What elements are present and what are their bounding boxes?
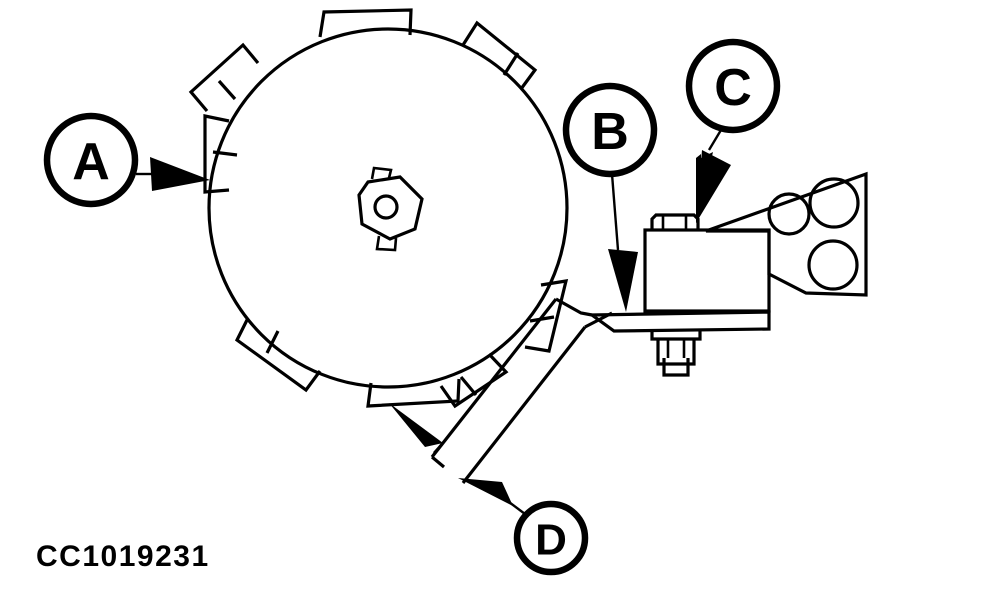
- lower-bolt-washer: [650, 331, 702, 341]
- lower-bolt-nut-body: [656, 339, 696, 366]
- hub-center-bore: [373, 194, 399, 220]
- callout-b-label: B: [591, 103, 629, 161]
- hub-hex-body: [357, 175, 424, 241]
- bracket-housing-body: [643, 228, 771, 313]
- cooling-tab-lower-left: [234, 317, 322, 393]
- callout-a[interactable]: A: [43, 112, 139, 208]
- callout-b-ring[interactable]: [562, 82, 658, 178]
- leader-c-line: [707, 129, 723, 151]
- callout-c-label: C: [714, 59, 752, 117]
- leader-d-arrowhead: [458, 478, 513, 506]
- cooling-tab-upper-left: [188, 42, 260, 113]
- leader-a-arrowhead: [150, 157, 210, 191]
- strut-edge-outer: [430, 298, 558, 458]
- leader-c: [696, 129, 731, 223]
- callout-c-ring[interactable]: [685, 38, 781, 134]
- hub-tab-upper: [370, 166, 393, 180]
- bracket-base-flange: [587, 310, 771, 333]
- mount-plate: [705, 171, 868, 297]
- mounting-bracket-assembly: [587, 171, 868, 377]
- callout-b[interactable]: B: [562, 82, 658, 178]
- converter-outer-circle: [207, 27, 569, 389]
- callout-a-label: A: [72, 133, 110, 191]
- strut-to-bracket-joint: [555, 297, 593, 317]
- upper-bolt: [650, 213, 700, 229]
- callout-d-label: D: [535, 516, 567, 565]
- cooling-tab-top: [318, 8, 413, 38]
- leader-a: [136, 157, 210, 191]
- leader-b-line: [610, 173, 620, 251]
- lower-bolt-nut: [650, 331, 702, 377]
- bracket-base-flange-outline: [587, 310, 771, 333]
- strut-end-cut: [430, 455, 446, 469]
- mount-plate-hole-top: [808, 177, 860, 229]
- figure-id-label: CC1019231: [36, 540, 210, 573]
- leader-b-arrowhead: [608, 249, 638, 312]
- strut-edge-inner: [461, 326, 587, 484]
- hub-tab-lower: [375, 235, 398, 252]
- lower-bolt-stud: [662, 358, 690, 377]
- cooling-tab-bottom: [366, 378, 461, 408]
- callout-a-ring[interactable]: [43, 112, 139, 208]
- strut-pointer-arrowhead: [389, 403, 443, 447]
- round-converter-housing: [188, 8, 569, 409]
- callout-c[interactable]: C: [685, 38, 781, 134]
- mount-plate-hole-bottom: [807, 239, 859, 291]
- leader-c-arrowhead-body: [696, 150, 731, 223]
- cooling-tab-lower-right: [439, 352, 509, 409]
- diagonal-brace-strut: [389, 297, 613, 484]
- converter-cooling-tabs: [188, 8, 569, 409]
- upper-bolt-head-outline: [650, 213, 700, 229]
- cooling-tab-upper-right: [461, 20, 538, 90]
- mount-plate-hole-left: [767, 192, 811, 236]
- cooling-tab-left: [203, 114, 238, 194]
- leader-d: [458, 478, 526, 515]
- callout-d[interactable]: D: [513, 500, 589, 576]
- callout-d-ring[interactable]: [513, 500, 589, 576]
- leader-b: [608, 173, 638, 312]
- center-hub-nut: [357, 166, 424, 252]
- strut-pointer-tail: [433, 442, 444, 454]
